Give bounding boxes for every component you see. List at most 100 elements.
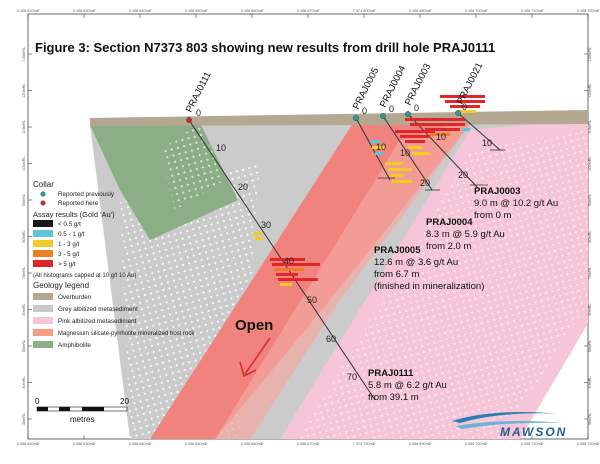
right-tick-label: 130mRL bbox=[588, 47, 592, 61]
legend-collar-title: Collar bbox=[33, 180, 54, 189]
left-tick-label: 50mRL bbox=[22, 340, 26, 352]
bottom-tick-label: 3 408 650mE bbox=[185, 442, 208, 446]
depth-label: 0 bbox=[196, 108, 201, 118]
left-tick-label: 30mRL bbox=[22, 413, 26, 425]
hole-trace-praj0003 bbox=[407, 113, 479, 189]
top-tick-label: 3 408 670mE bbox=[297, 9, 320, 13]
top-tick-label: 3 408 700mE bbox=[465, 9, 488, 13]
legend-collar-swatch bbox=[40, 191, 46, 197]
left-tick-label: 110mRL bbox=[22, 120, 26, 134]
depth-label: 0 bbox=[414, 103, 419, 113]
assay-bar bbox=[272, 263, 320, 266]
legend-assay-label: > 5 g/t bbox=[58, 261, 76, 268]
left-tick-label: 70mRL bbox=[22, 267, 26, 279]
assay-bar bbox=[280, 283, 292, 286]
assay-bar bbox=[370, 140, 380, 143]
scale-bar: 0 20 metres bbox=[35, 397, 129, 424]
right-tick-label: 70mRL bbox=[588, 267, 592, 279]
top-tick-label: 3 408 630mE bbox=[73, 9, 96, 13]
left-tick-label: 80mRL bbox=[22, 230, 26, 242]
legend-geology-label: Amphibolite bbox=[58, 342, 91, 349]
legend-geology-swatch bbox=[33, 341, 53, 348]
legend-assay-swatch bbox=[33, 220, 53, 227]
collar-praj0004 bbox=[380, 113, 386, 119]
collar-praj0003 bbox=[405, 111, 411, 117]
legend-geology-label: Overburden bbox=[58, 294, 92, 301]
amphibolite-dotted bbox=[160, 123, 225, 210]
depth-label: 10 bbox=[400, 148, 410, 158]
right-tick-label: 30mRL bbox=[588, 413, 592, 425]
legend-collar-label: Reported here bbox=[58, 200, 99, 207]
right-tick-label: 60mRL bbox=[588, 303, 592, 315]
assay-bar bbox=[390, 174, 404, 177]
overburden-layer bbox=[90, 110, 588, 126]
assay-bar bbox=[388, 168, 412, 171]
legend-geology-swatch bbox=[33, 293, 53, 300]
assay-bar bbox=[412, 152, 430, 155]
assay-bar bbox=[430, 133, 450, 136]
right-tick-label: 110mRL bbox=[588, 120, 592, 134]
open-label: Open bbox=[235, 317, 273, 334]
assay-bar bbox=[372, 146, 386, 149]
depth-label: 30 bbox=[261, 220, 271, 230]
top-tick-label: 7 373 800mE bbox=[353, 9, 376, 13]
left-tick-label: 90mRL bbox=[22, 194, 26, 206]
annotation-line: 8.3 m @ 5.9 g/t Au bbox=[426, 229, 505, 240]
assay-bar bbox=[440, 95, 485, 98]
bottom-tick-label: 3 408 710mE bbox=[521, 442, 544, 446]
legend-assay-label: 0.5 - 1 g/t bbox=[58, 231, 85, 238]
assay-bar bbox=[425, 128, 460, 131]
scale-zero: 0 bbox=[35, 397, 40, 406]
top-tick-label: 3 408 720mE bbox=[577, 9, 600, 13]
assay-bar bbox=[395, 130, 435, 133]
left-tick-label: 100mRL bbox=[22, 156, 26, 170]
depth-label: 10 bbox=[436, 132, 446, 142]
hole-trace-praj0004 bbox=[382, 115, 433, 191]
figure-title: Figure 3: Section N7373 803 showing new … bbox=[35, 40, 495, 55]
legend-geology-swatch bbox=[33, 317, 53, 324]
assay-bar bbox=[253, 232, 262, 235]
assay-bar bbox=[405, 140, 425, 143]
bottom-tick-label: 3 408 660mE bbox=[241, 442, 264, 446]
right-tick-label: 100mRL bbox=[588, 156, 592, 170]
assay-bar bbox=[405, 118, 465, 121]
assay-bar bbox=[462, 128, 470, 131]
right-tick-label: 120mRL bbox=[588, 83, 592, 97]
legend-assay-title: Assay results (Gold 'Au') bbox=[33, 210, 115, 219]
top-tick-label: 3 408 690mE bbox=[409, 9, 432, 13]
legend-assay-swatch bbox=[33, 250, 53, 257]
legend-assay-label: < 0.5 g/t bbox=[58, 221, 81, 228]
collar-praj0111 bbox=[186, 117, 192, 123]
assay-bar bbox=[458, 110, 476, 113]
legend-geology-label: Grey albitized metasediment bbox=[58, 306, 138, 313]
pink-metasediment-dotted bbox=[300, 130, 588, 439]
bottom-tick-label: 3 408 700mE bbox=[465, 442, 488, 446]
open-arrow bbox=[239, 337, 271, 378]
legend-assay-swatch bbox=[33, 260, 53, 267]
legend-collar-label: Reported previously bbox=[58, 191, 115, 198]
depth-label: 0 bbox=[362, 106, 367, 116]
annotation-line: 9.0 m @ 10.2 g/t Au bbox=[474, 198, 558, 209]
right-tick-label: 90mRL bbox=[588, 194, 592, 206]
assay-bar bbox=[392, 180, 412, 183]
scale-end: 20 bbox=[120, 397, 129, 406]
legend-geology-label: Pink albitized metasediment bbox=[58, 318, 137, 325]
scale-unit: metres bbox=[70, 415, 94, 424]
logo-text: MAWSON bbox=[500, 425, 567, 439]
intercept-annotations: PRAJ0003 9.0 m @ 10.2 g/t Au from 0 m PR… bbox=[368, 186, 558, 403]
legend-geology-label: Magnesium silicate-pyrrhotite mineralize… bbox=[58, 331, 195, 337]
bottom-tick-label: 3 408 670mE bbox=[297, 442, 320, 446]
top-tick-label: 3 408 520mE bbox=[17, 9, 40, 13]
assay-bar bbox=[274, 268, 304, 271]
depth-label: 10 bbox=[482, 138, 492, 148]
collar-praj0005 bbox=[353, 115, 359, 121]
assay-bar bbox=[278, 278, 318, 281]
annotation-line: 5.8 m @ 6.2 g/t Au bbox=[368, 380, 447, 391]
mawson-logo: MAWSON bbox=[452, 412, 567, 439]
depth-labels: 0 10 20 30 40 50 60 70 0 10 0 10 20 0 10… bbox=[196, 102, 492, 382]
right-tick-label: 50mRL bbox=[588, 340, 592, 352]
collar-praj0021 bbox=[455, 110, 461, 116]
depth-label: 10 bbox=[376, 142, 386, 152]
depth-label: 0 bbox=[389, 104, 394, 114]
